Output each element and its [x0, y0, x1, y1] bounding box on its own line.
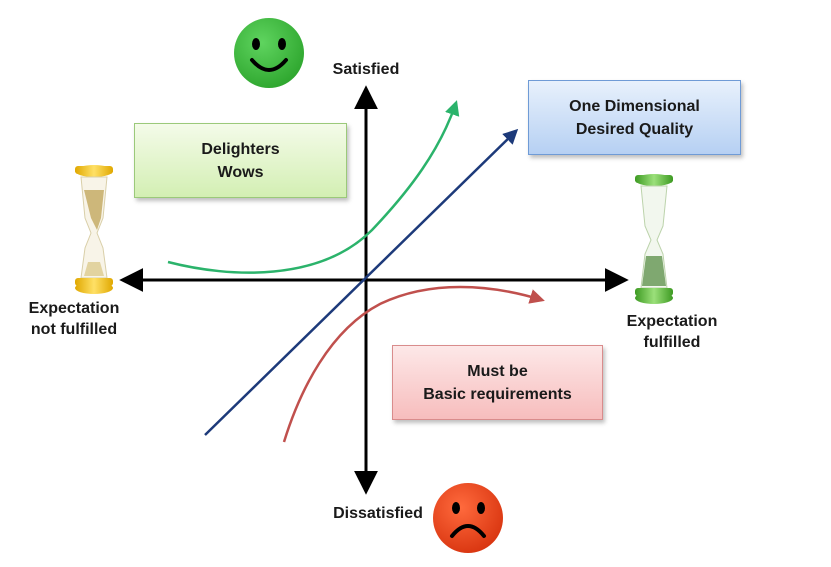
expectation-fulfilled-label: Expectation fulfilled [612, 311, 732, 353]
delighters-line-2: Wows [217, 163, 264, 181]
sad-face-icon [433, 483, 503, 553]
hourglass-yellow-icon [75, 165, 113, 294]
must-be-box: Must be Basic requirements [392, 345, 603, 420]
hourglass-green-icon [635, 174, 673, 304]
must-be-line-2: Basic requirements [423, 385, 572, 403]
delighters-box: Delighters Wows [134, 123, 347, 198]
delighters-curve [167, 100, 460, 274]
one-dimensional-line-2: Desired Quality [575, 120, 694, 138]
expectation-not-fulfilled-line-1: Expectation [28, 300, 120, 317]
one-dimensional-line [204, 128, 519, 436]
dissatisfied-label: Dissatisfied [333, 505, 423, 522]
must-be-curve [282, 285, 545, 443]
satisfied-label: Satisfied [332, 61, 400, 78]
delighters-line-1: Delighters [201, 140, 280, 158]
one-dimensional-box: One Dimensional Desired Quality [528, 80, 741, 155]
expectation-not-fulfilled-line-2: not fulfilled [30, 321, 118, 338]
expectation-fulfilled-line-1: Expectation [626, 313, 718, 330]
expectation-not-fulfilled-label: Expectation not fulfilled [14, 298, 134, 340]
happy-face-icon [234, 18, 304, 88]
expectation-fulfilled-line-2: fulfilled [643, 334, 701, 351]
must-be-line-1: Must be [467, 362, 528, 380]
one-dimensional-line-1: One Dimensional [569, 97, 700, 115]
